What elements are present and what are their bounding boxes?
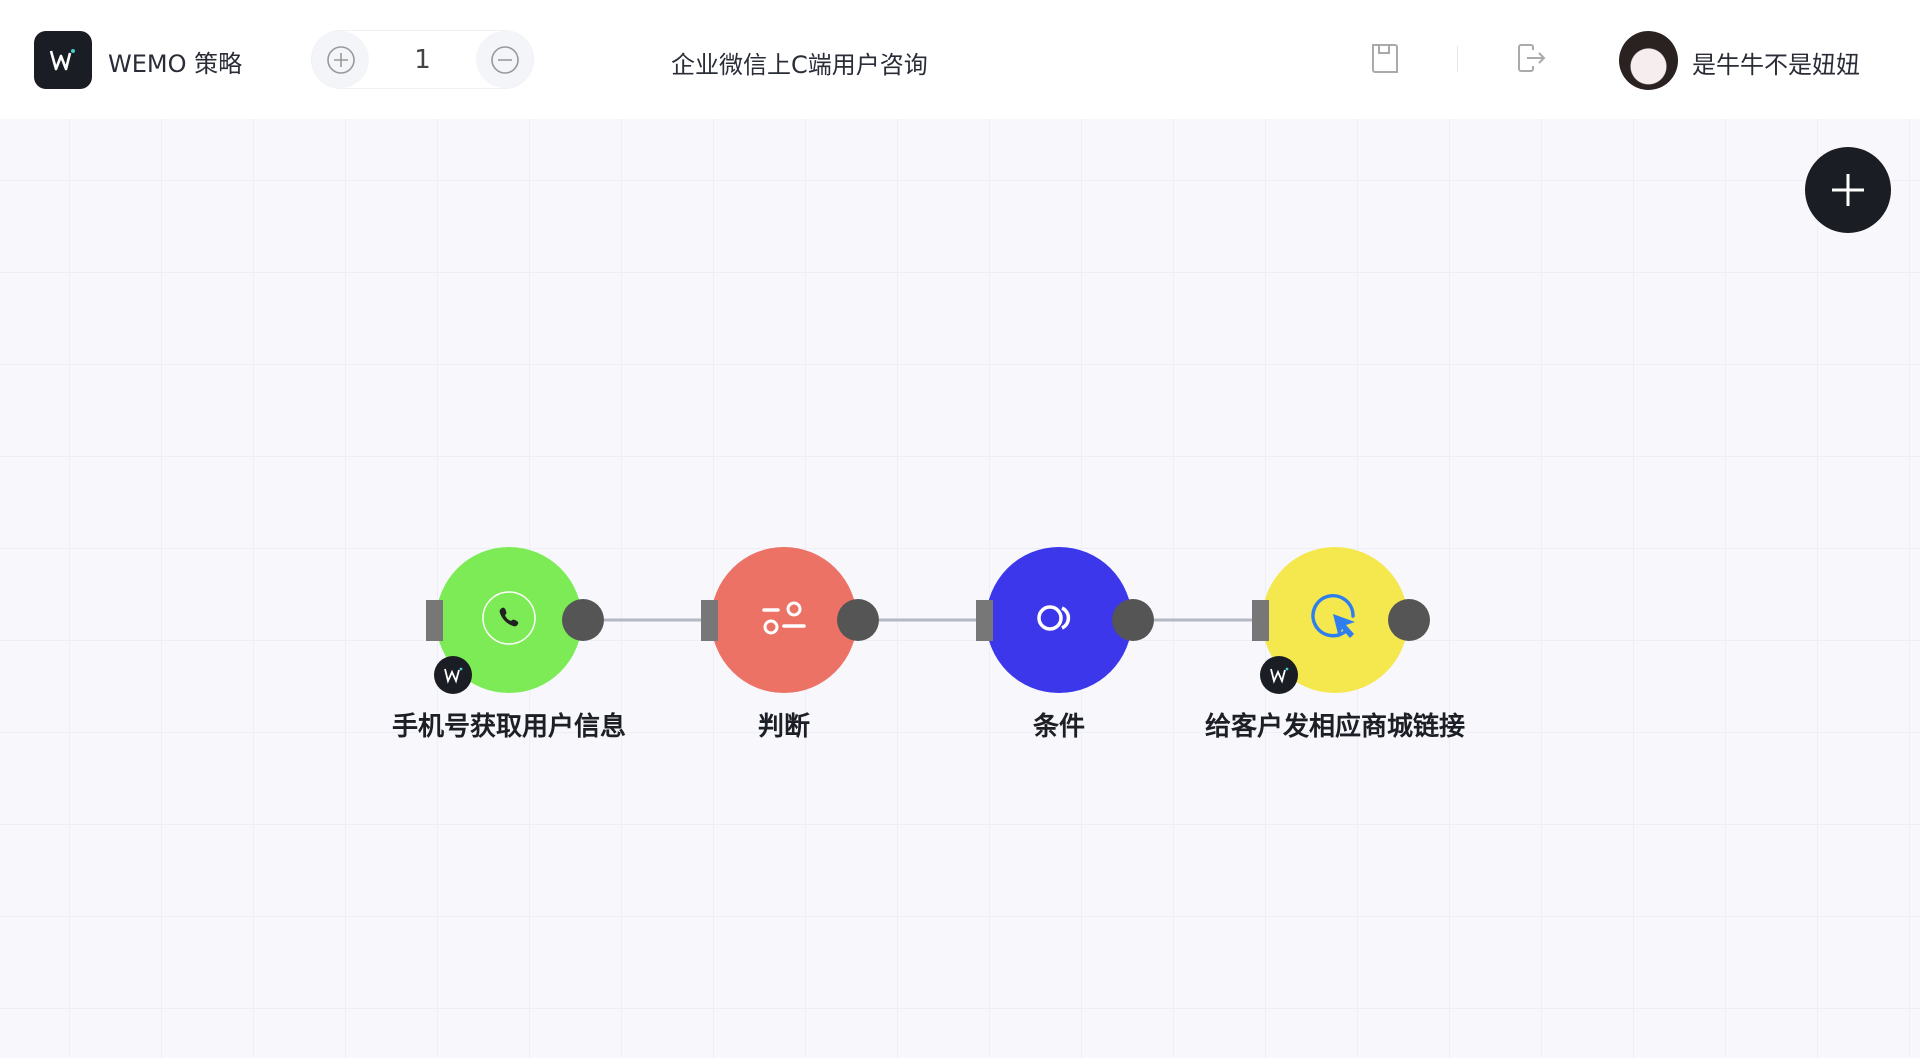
minus-circle-icon xyxy=(490,45,519,74)
user-name[interactable]: 是牛牛不是妞妞 xyxy=(1692,51,1860,79)
logout-icon xyxy=(1518,44,1546,72)
node-label: 判断 xyxy=(757,712,810,742)
plus-icon xyxy=(1832,174,1864,206)
avatar[interactable] xyxy=(1619,31,1678,90)
flow-node[interactable] xyxy=(711,547,857,693)
plus-circle-icon xyxy=(326,45,355,74)
brand-name: WEMO 策略 xyxy=(108,50,243,78)
zoom-control: 1 xyxy=(312,31,533,88)
input-handle[interactable] xyxy=(976,600,993,641)
logo xyxy=(34,31,92,89)
input-handle[interactable] xyxy=(426,600,443,641)
output-port[interactable] xyxy=(1112,599,1154,641)
output-port[interactable] xyxy=(837,599,879,641)
node-label: 条件 xyxy=(1032,712,1085,742)
divider xyxy=(1457,46,1458,72)
sliders-icon xyxy=(759,593,809,647)
cursor-click-icon xyxy=(1307,590,1363,650)
flow-node[interactable] xyxy=(986,547,1132,693)
output-port[interactable] xyxy=(562,599,604,641)
save-button[interactable] xyxy=(1366,40,1402,76)
zoom-in-button[interactable] xyxy=(312,31,369,88)
page-title: 企业微信上C端用户咨询 xyxy=(671,51,928,79)
header: WEMO 策略 1 企业微信上C端用户咨询 是牛牛不是妞妞 xyxy=(0,0,1920,119)
add-node-button[interactable] xyxy=(1805,147,1891,233)
rings-icon xyxy=(1034,598,1084,642)
output-port[interactable] xyxy=(1388,599,1430,641)
phone-icon xyxy=(481,590,537,650)
node-label: 手机号获取用户信息 xyxy=(391,712,626,742)
wemo-badge-icon xyxy=(1260,656,1298,694)
input-handle[interactable] xyxy=(1252,600,1269,641)
wemo-badge-icon xyxy=(434,656,472,694)
node-label: 给客户发相应商城链接 xyxy=(1204,712,1465,742)
zoom-value: 1 xyxy=(414,45,431,75)
save-icon xyxy=(1372,44,1398,73)
exit-button[interactable] xyxy=(1513,40,1549,76)
flow-canvas[interactable] xyxy=(0,119,1920,1058)
zoom-out-button[interactable] xyxy=(476,31,533,88)
input-handle[interactable] xyxy=(701,600,718,641)
